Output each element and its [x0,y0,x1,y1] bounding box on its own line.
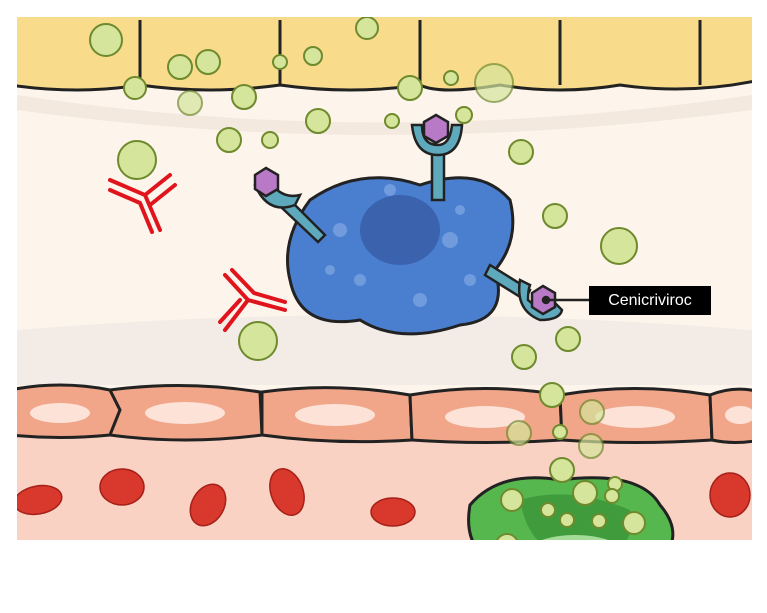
ccr-receptors [253,113,589,322]
antibodies [108,173,287,332]
macrophage [286,176,515,336]
epithelial-cell-layer [17,17,752,92]
chemokine-particles [89,17,646,540]
red-blood-cells [17,468,751,527]
cenicriviroc-molecules [253,113,557,316]
cenicriviroc-label: Cenicriviroc [589,286,711,315]
